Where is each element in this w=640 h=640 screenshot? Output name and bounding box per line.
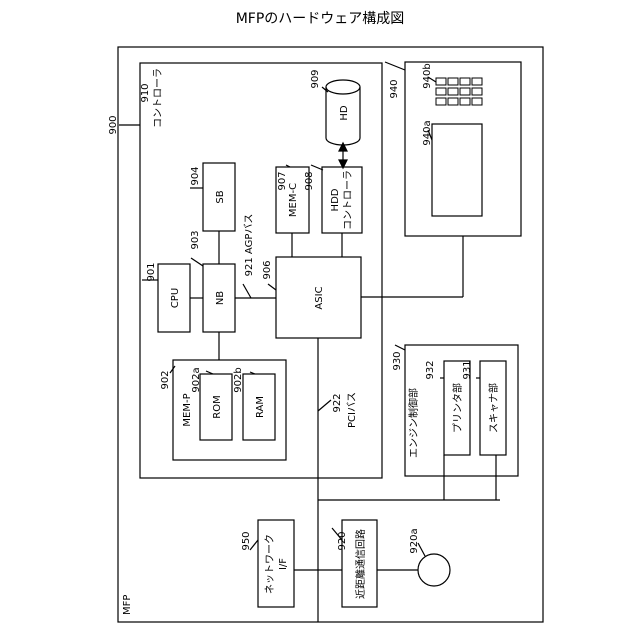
network-label-line1: ネットワーク (264, 534, 276, 594)
hd-label: HD (339, 105, 350, 121)
hddc-ref: 908 (304, 171, 315, 190)
antenna-circle (418, 554, 450, 586)
mfp-frame (118, 47, 543, 622)
controller-ref: 910 (140, 83, 151, 102)
hddc-label-line2: コントローラ (342, 170, 354, 230)
memp-label: MEM-P (182, 393, 193, 426)
antenna-ref: 920a (409, 528, 420, 553)
scanner-ref: 931 (462, 360, 473, 379)
hd-link-arrow (339, 143, 347, 168)
printer-ref: 932 (425, 360, 436, 379)
nb-ref: 903 (190, 230, 201, 249)
cpu-label: CPU (170, 288, 181, 308)
controller-label: コントローラ (152, 68, 164, 128)
memc-ref: 907 (277, 171, 288, 190)
engine-label: エンジン制御部 (407, 388, 420, 458)
nb-label: NB (215, 291, 226, 305)
panel-ref: 940 (389, 79, 400, 98)
cpu-ref: 901 (146, 262, 157, 281)
display-ref: 940a (422, 120, 433, 145)
asic-label: ASIC (314, 286, 325, 309)
connection-lines (119, 62, 500, 622)
mfp-label: MFP (122, 595, 133, 615)
printer-label: プリンタ部 (451, 383, 464, 433)
ram-label: RAM (255, 396, 266, 418)
nfc-label: 近距離通信回路 (354, 529, 367, 599)
mfp-ref: 900 (108, 115, 119, 134)
keypad-ref: 940b (422, 63, 433, 88)
network-ref: 950 (241, 531, 252, 550)
ram-ref: 902b (233, 367, 244, 392)
sb-label: SB (215, 190, 226, 203)
hd-ref: 909 (310, 69, 321, 88)
pci-bus-label: PCIバス (346, 392, 358, 428)
engine-ref: 930 (392, 351, 403, 370)
panel-keypad (436, 78, 482, 105)
panel-display (432, 124, 482, 216)
hddc-label-line1: HDD (330, 188, 341, 211)
nfc-ref: 920 (337, 531, 348, 550)
network-label-line2: I/F (278, 558, 289, 570)
memc-label: MEM-C (288, 183, 299, 217)
sb-ref: 904 (190, 166, 201, 185)
rom-ref: 902a (191, 367, 202, 392)
agp-bus-label: 921 AGPバス (243, 214, 255, 277)
hddc-box (322, 167, 362, 233)
pci-bus-ref: 922 (332, 393, 343, 412)
scanner-label: スキャナ部 (487, 383, 500, 433)
memp-ref: 902 (160, 370, 171, 389)
asic-ref: 906 (262, 260, 273, 279)
rom-label: ROM (212, 395, 223, 418)
